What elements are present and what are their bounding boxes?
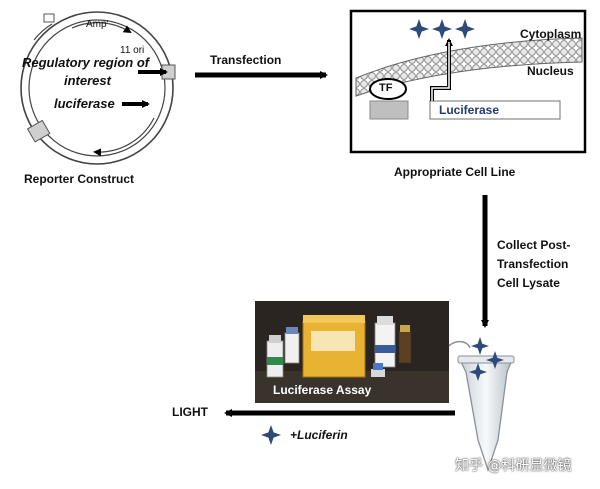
ori-label: 11 ori [120,45,145,56]
regulatory-region-label: Regulatory region of [22,55,150,70]
regulatory-region-label-line2: interest [64,73,111,88]
cell-line-caption: Appropriate Cell Line [394,165,516,179]
star-icon [469,363,487,381]
star-icon [432,19,452,39]
tube-icon [443,340,515,473]
tf-ellipse [369,78,407,100]
cell-diagram [349,9,587,154]
plasmid-diagram [20,11,176,165]
luciferase-assay-photo: Luciferase Assay [255,301,449,403]
collect-label-line2: Transfection [497,257,569,271]
watermark-text: 知乎 @科研显微镜 [455,458,572,474]
star-group-cell [409,19,475,39]
star-icon [486,351,504,369]
collect-label-line3: Cell Lysate [497,276,560,290]
promoter-box [369,100,409,120]
amp-label: Amp' [86,19,109,30]
star-icon [455,19,475,39]
assay-kit-illustration [255,301,449,403]
luciferase-plasmid-label: luciferase [54,96,115,111]
luciferin-star-icon [261,425,281,445]
cytoplasm-label: Cytoplasm [520,27,582,41]
star-icon [409,19,429,39]
star-group-tube [469,337,504,381]
star-icon [471,337,489,355]
transfection-label: Transfection [210,53,282,67]
reporter-construct-caption: Reporter Construct [24,172,135,186]
luciferase-gene-label: Luciferase [439,103,500,117]
collect-label-line1: Collect Post- [497,238,571,252]
nucleus-label: Nucleus [527,64,574,78]
luciferase-gene-box [429,100,561,120]
light-label: LIGHT [172,405,208,419]
tf-label: TF [379,82,393,94]
nuclear-membrane [355,37,583,97]
assay-kit-label: Luciferase Assay [273,383,372,397]
luciferin-label: +Luciferin [290,428,348,442]
